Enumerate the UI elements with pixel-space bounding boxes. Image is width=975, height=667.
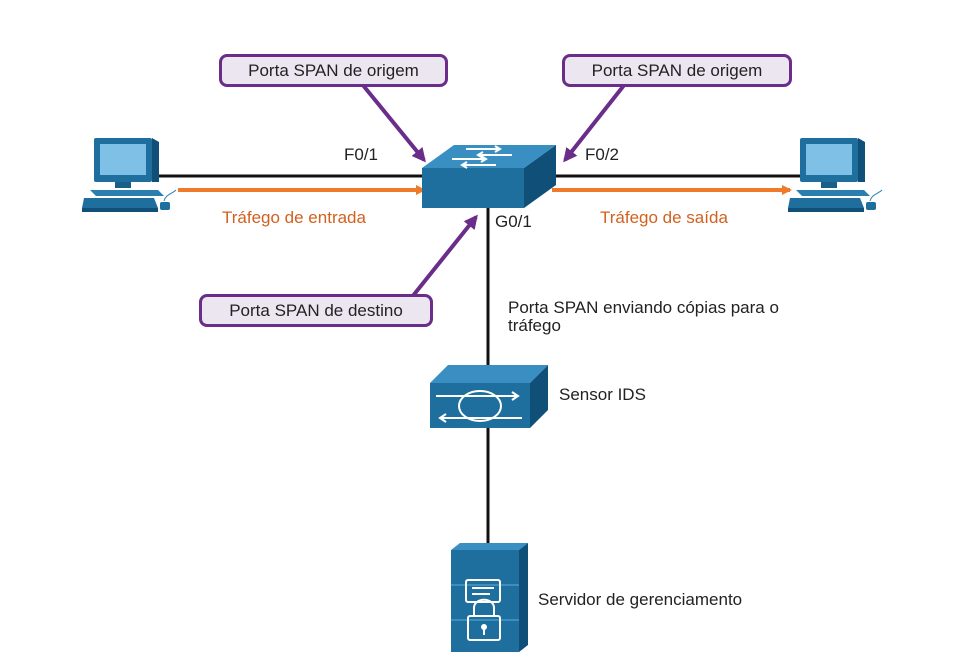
source-span-port-right-callout: Porta SPAN de origem [562,54,792,87]
port-f01-label: F0/1 [344,145,379,164]
egress-traffic-label: Tráfego de saída [600,208,728,227]
management-server-label: Servidor de gerenciamento [538,590,743,609]
management-server-icon [451,543,528,652]
ingress-traffic-label: Tráfego de entrada [222,208,366,227]
pc-left-icon [82,138,177,212]
source-left-pointer-arrow [360,82,426,163]
span-copy-note-line1: Porta SPAN enviando cópias para o [508,298,779,317]
source-right-pointer-arrow [563,82,627,163]
switch-icon [422,145,556,208]
destination-span-port-callout: Porta SPAN de destino [199,294,433,327]
destination-pointer-arrow [410,214,478,299]
pc-right-icon [788,138,883,212]
source-span-port-left-callout: Porta SPAN de origem [219,54,448,87]
ids-sensor-icon [430,365,548,428]
span-copy-note-line2: tráfego [508,316,561,335]
port-g01-label: G0/1 [495,212,532,231]
ids-sensor-label: Sensor IDS [559,385,646,404]
port-f02-label: F0/2 [585,145,620,164]
